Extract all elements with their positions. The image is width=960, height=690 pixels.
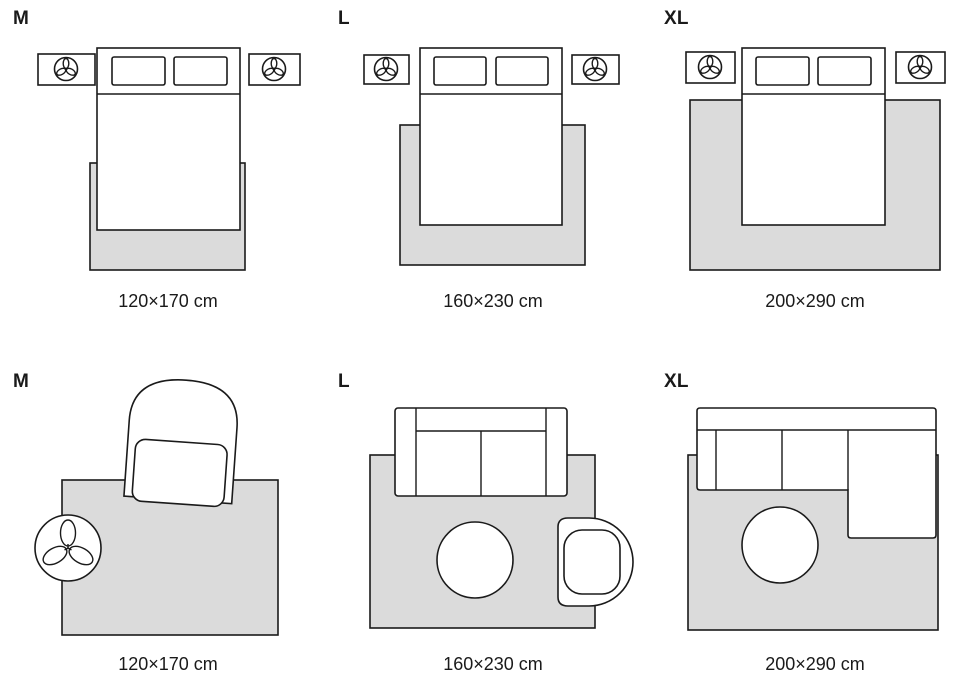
plant-icon xyxy=(261,56,287,82)
livingroom-diagram-xl xyxy=(687,407,939,631)
plant-icon xyxy=(373,56,399,82)
pillow xyxy=(111,56,166,86)
bedroom-diagram-m xyxy=(37,47,301,271)
size-caption-livingroom-l: 160×230 cm xyxy=(443,654,543,674)
size-label-livingroom-m: M xyxy=(13,371,30,392)
armchair xyxy=(123,379,238,508)
sofa xyxy=(394,407,568,497)
pillow xyxy=(433,56,487,86)
pillow xyxy=(755,56,810,86)
size-caption-bedroom-m: 120×170 cm xyxy=(118,291,218,311)
bedroom-diagram-xl xyxy=(685,47,946,271)
size-caption-livingroom-m: 120×170 cm xyxy=(118,654,218,674)
livingroom-diagram-m xyxy=(34,379,279,636)
livingroom-diagram-l xyxy=(369,407,634,629)
plant-icon xyxy=(697,54,723,80)
plant-icon xyxy=(582,56,608,82)
pillow xyxy=(173,56,228,86)
plant-icon xyxy=(53,56,79,82)
size-label-livingroom-l: L xyxy=(338,371,350,392)
pillow xyxy=(495,56,549,86)
coffee-table xyxy=(436,521,514,599)
coffee-table xyxy=(741,506,819,584)
sectional-sofa xyxy=(696,407,937,539)
size-caption-bedroom-xl: 200×290 cm xyxy=(765,291,865,311)
size-label-livingroom-xl: XL xyxy=(664,371,689,392)
size-label-bedroom-m: M xyxy=(13,8,30,29)
size-caption-bedroom-l: 160×230 cm xyxy=(443,291,543,311)
armchair xyxy=(557,517,634,607)
pillow xyxy=(817,56,872,86)
plant-icon xyxy=(907,54,933,80)
size-label-bedroom-l: L xyxy=(338,8,350,29)
plant-icon xyxy=(34,514,102,582)
bedroom-diagram-l xyxy=(363,47,620,266)
size-caption-livingroom-xl: 200×290 cm xyxy=(765,654,865,674)
size-label-bedroom-xl: XL xyxy=(664,8,689,29)
